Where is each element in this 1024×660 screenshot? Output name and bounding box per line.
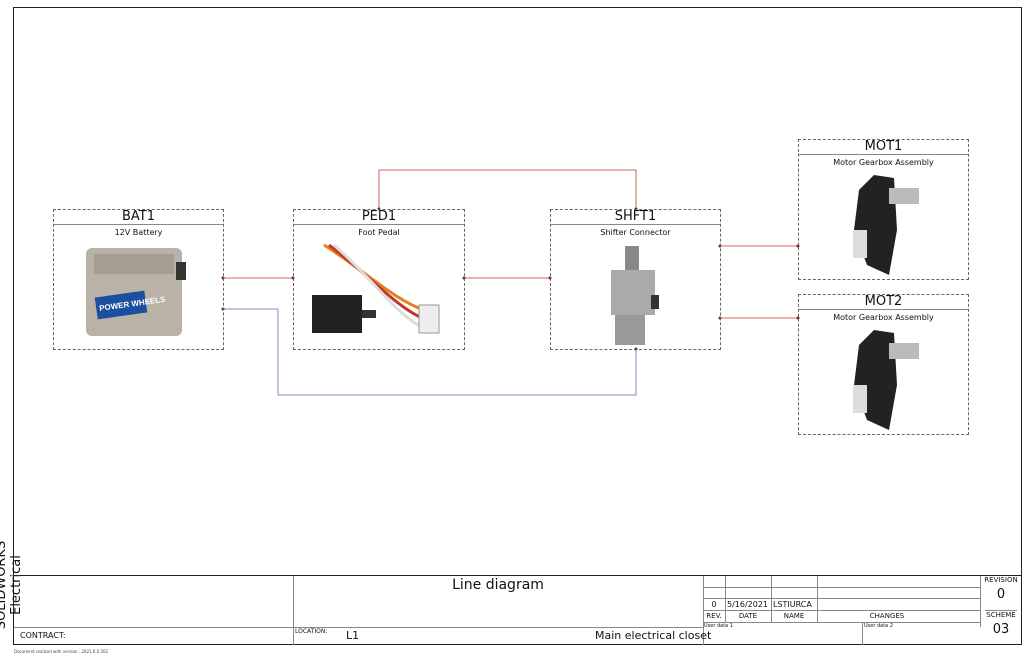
header-changes: CHANGES <box>869 612 905 620</box>
version-footer: Document realized with version : 2021.0.… <box>14 649 109 654</box>
user-data-1: User data 1 <box>704 623 734 629</box>
scheme-label: SCHEME <box>986 611 1016 619</box>
user-data-2: User data 2 <box>864 623 894 629</box>
header-name: NAME <box>783 612 805 620</box>
contract-label: CONTRACT: <box>20 631 66 640</box>
motor-image <box>799 325 968 434</box>
wire-ped-shft-top <box>378 169 637 209</box>
scheme-value: 03 <box>992 622 1010 637</box>
rev-value: 0 <box>711 600 717 609</box>
component-shft1[interactable]: SHFT1 Shifter Connector <box>550 209 721 350</box>
component-mot1[interactable]: MOT1 Motor Gearbox Assembly <box>798 139 969 280</box>
battery-image: POWER WHEELS <box>54 240 223 349</box>
component-description: 12V Battery <box>54 224 223 240</box>
component-description: Shifter Connector <box>551 224 720 240</box>
component-tag: MOT1 <box>864 139 903 154</box>
component-ped1[interactable]: PED1 Foot Pedal <box>293 209 465 350</box>
revision-value: 0 <box>996 587 1006 602</box>
component-description: Foot Pedal <box>294 224 464 240</box>
drawing-title: Line diagram <box>452 577 544 593</box>
component-mot2[interactable]: MOT2 Motor Gearbox Assembly <box>798 294 969 435</box>
header-rev: REV. <box>706 612 722 620</box>
motor-image <box>799 170 968 279</box>
title-block <box>13 575 1022 646</box>
component-description: Motor Gearbox Assembly <box>799 154 968 170</box>
component-tag: PED1 <box>361 209 397 224</box>
header-date: DATE <box>738 612 758 620</box>
revision-label: REVISION <box>984 576 1018 584</box>
location-label: LOCATION: <box>295 628 328 635</box>
component-description: Motor Gearbox Assembly <box>799 309 968 325</box>
location-value: L1 <box>346 629 360 642</box>
component-bat1[interactable]: BAT1 12V Battery POWER WHEELS <box>53 209 224 350</box>
component-tag: BAT1 <box>121 209 155 224</box>
component-tag: MOT2 <box>864 294 903 309</box>
location-description: Main electrical closet <box>595 629 712 642</box>
drawing-frame <box>13 7 1022 645</box>
wire-bat-shft-return <box>223 308 637 396</box>
rev-date: 5/16/2021 <box>727 600 769 609</box>
component-tag: SHFT1 <box>614 209 657 224</box>
rev-name: LSTIURCA <box>773 600 812 609</box>
shifter-image <box>551 240 720 349</box>
foot-pedal-image <box>294 240 464 349</box>
